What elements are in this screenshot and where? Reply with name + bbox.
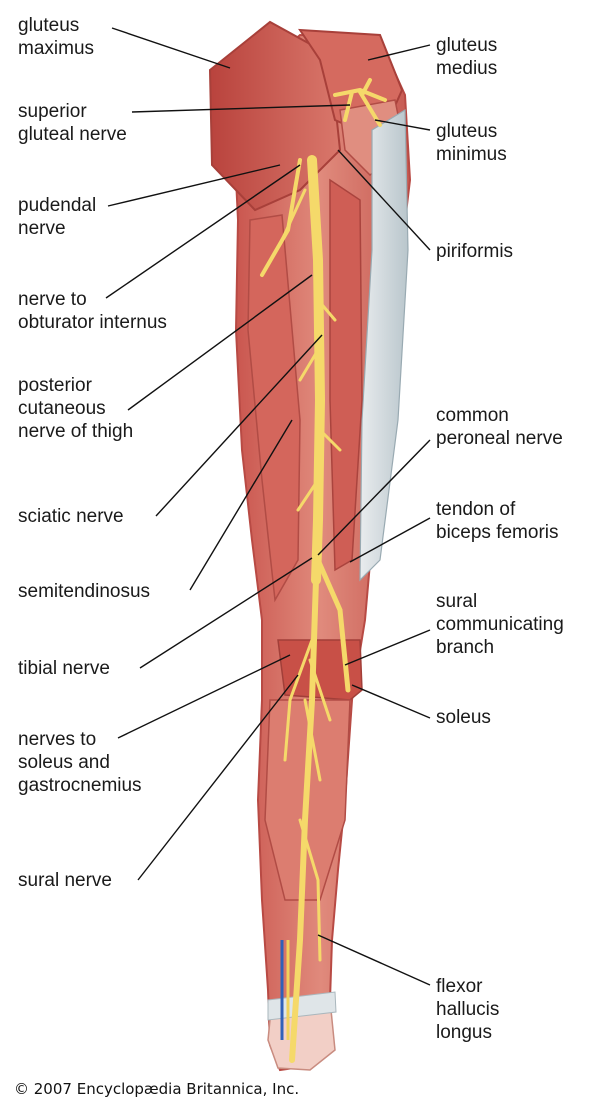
label-nerve-to-obturator-internus: nerve to obturator internus (18, 288, 167, 334)
label-sciatic-nerve: sciatic nerve (18, 505, 124, 528)
label-line: nerve (18, 217, 96, 240)
label-posterior-cutaneous-nerve: posterior cutaneous nerve of thigh (18, 374, 133, 443)
label-gluteus-minimus: gluteus minimus (436, 120, 507, 166)
label-piriformis: piriformis (436, 240, 513, 263)
label-soleus: soleus (436, 706, 491, 729)
label-line: flexor (436, 975, 499, 998)
label-line: nerve of thigh (18, 420, 133, 443)
label-sural-communicating-branch: sural communicating branch (436, 590, 564, 659)
label-line: branch (436, 636, 564, 659)
label-gluteus-maximus: gluteus maximus (18, 14, 94, 60)
label-line: soleus (436, 706, 491, 729)
label-line: medius (436, 57, 497, 80)
label-line: tibial nerve (18, 657, 110, 680)
label-line: common (436, 404, 563, 427)
label-line: biceps femoris (436, 521, 559, 544)
label-line: gluteus (436, 34, 497, 57)
label-line: piriformis (436, 240, 513, 263)
label-line: pudendal (18, 194, 96, 217)
label-line: gastrocnemius (18, 774, 142, 797)
label-line: semitendinosus (18, 580, 150, 603)
label-line: cutaneous (18, 397, 133, 420)
label-line: posterior (18, 374, 133, 397)
label-pudendal-nerve: pudendal nerve (18, 194, 96, 240)
label-line: obturator internus (18, 311, 167, 334)
label-flexor-hallucis-longus: flexor hallucis longus (436, 975, 499, 1044)
label-line: communicating (436, 613, 564, 636)
label-semitendinosus: semitendinosus (18, 580, 150, 603)
label-line: superior (18, 100, 127, 123)
label-nerves-to-soleus-gastrocnemius: nerves to soleus and gastrocnemius (18, 728, 142, 797)
label-tendon-biceps-femoris: tendon of biceps femoris (436, 498, 559, 544)
label-tibial-nerve: tibial nerve (18, 657, 110, 680)
label-line: tendon of (436, 498, 559, 521)
leader-gluteus-maximus (112, 28, 230, 68)
label-line: gluteal nerve (18, 123, 127, 146)
label-line: gluteus (18, 14, 94, 37)
label-line: sural nerve (18, 869, 112, 892)
label-superior-gluteal-nerve: superior gluteal nerve (18, 100, 127, 146)
label-common-peroneal-nerve: common peroneal nerve (436, 404, 563, 450)
label-line: sural (436, 590, 564, 613)
label-line: peroneal nerve (436, 427, 563, 450)
leader-soleus (352, 685, 430, 718)
label-line: nerve to (18, 288, 167, 311)
label-gluteus-medius: gluteus medius (436, 34, 497, 80)
label-line: sciatic nerve (18, 505, 124, 528)
label-line: soleus and (18, 751, 142, 774)
copyright-notice: © 2007 Encyclopædia Britannica, Inc. (14, 1080, 299, 1098)
label-line: minimus (436, 143, 507, 166)
leader-flexor-hallucis (318, 935, 430, 985)
label-line: hallucis (436, 998, 499, 1021)
label-sural-nerve: sural nerve (18, 869, 112, 892)
label-line: maximus (18, 37, 94, 60)
label-line: nerves to (18, 728, 142, 751)
label-line: gluteus (436, 120, 507, 143)
label-line: longus (436, 1021, 499, 1044)
